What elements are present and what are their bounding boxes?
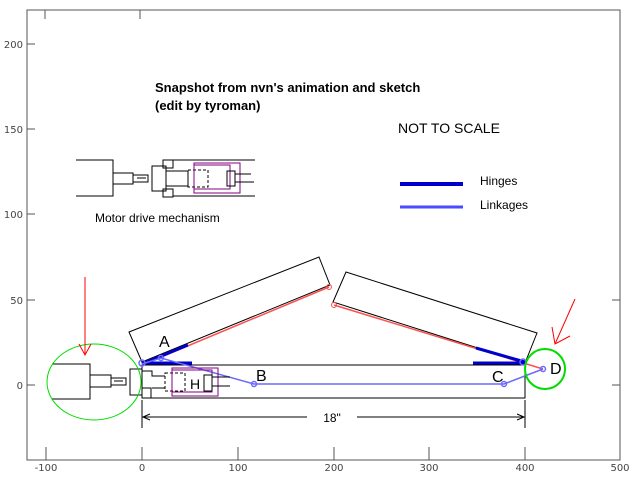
x-tick-label: 100 [228,463,247,474]
joint-icon [326,284,332,290]
x-tick-label: 0 [139,463,145,474]
point-label-a: A [159,334,170,351]
joint-icon [331,302,337,308]
point-label-c: C [492,369,504,386]
inset-caption: Motor drive mechanism [95,211,220,225]
y-tick-label: 100 [4,210,23,221]
x-tick-label: 200 [324,463,343,474]
dimension-label: 18" [323,411,341,425]
x-tick-label: -100 [35,463,58,474]
point-label-b: B [256,368,267,385]
hinges [141,343,526,366]
legend-hinges-label: Hinges [480,174,517,188]
title-line-1: Snapshot from nvn's animation and sketch [155,80,420,95]
x-axis-ticks [44,10,526,460]
linkages [138,354,547,388]
point-label-h: H [190,376,200,392]
y-tick-label: 150 [4,125,23,136]
x-tick-label: 400 [515,463,534,474]
plot-frame [26,9,621,461]
title-line-2: (edit by tyroman) [155,98,260,113]
y-tick-label: 50 [10,296,23,307]
y-tick-label: 200 [4,40,23,51]
not-to-scale-note: NOT TO SCALE [398,120,500,136]
red-arrow-icon [551,298,576,345]
pivot-d-highlight-circle [524,348,566,390]
x-tick-label: 500 [610,463,629,474]
y-axis-ticks [27,43,620,386]
motor-highlight-ellipse [46,343,142,421]
x-tick-label: 300 [419,463,438,474]
y-tick-label: 0 [17,381,23,392]
right-lid [332,271,538,364]
drive-mechanism [52,363,230,400]
red-arrow-icon [78,277,92,357]
dimension-line [141,400,526,428]
legend: Hinges Linkages [400,174,528,212]
point-label-d: D [550,361,562,378]
legend-linkages-label: Linkages [480,198,528,212]
motor-drive-inset [76,159,255,198]
